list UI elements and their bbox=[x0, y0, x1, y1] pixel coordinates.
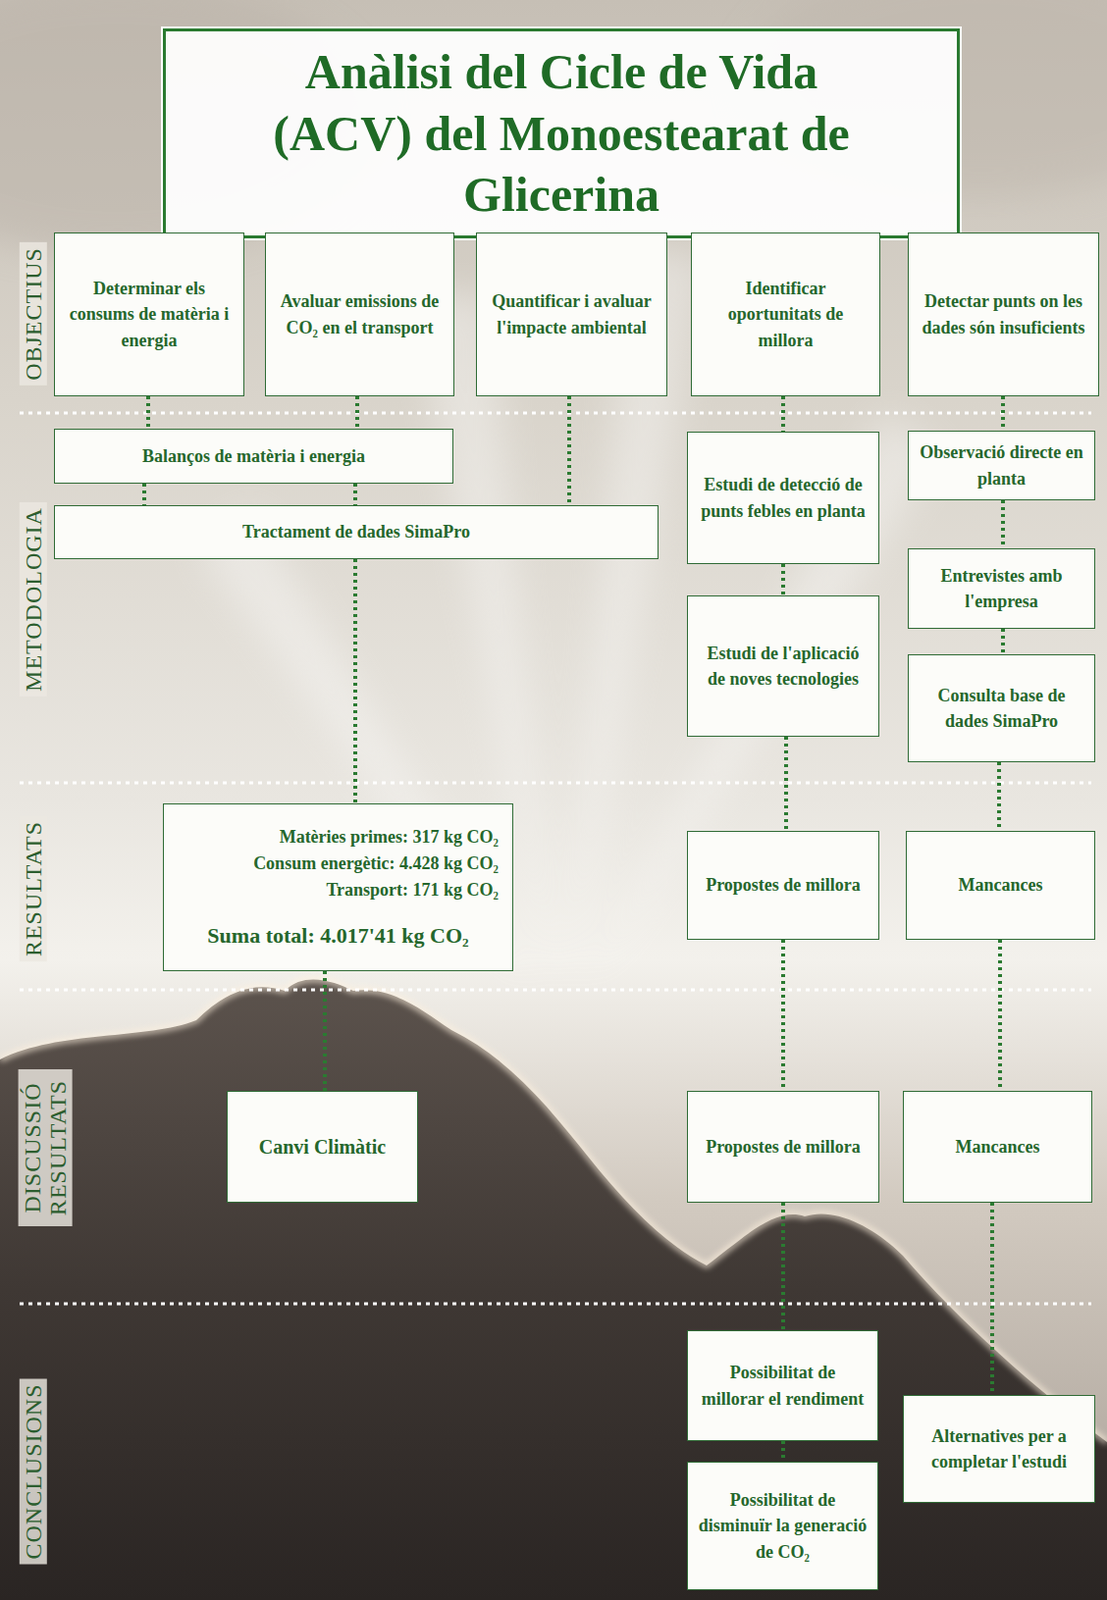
box-text: Consulta base de dades SimaPro bbox=[918, 683, 1085, 735]
box-text: Estudi de l'aplicació de noves tecnologi… bbox=[697, 640, 869, 692]
box-text: Canvi Climàtic bbox=[259, 1133, 386, 1162]
box-text: Tractament de dades SimaPro bbox=[242, 519, 471, 545]
process-box: Detectar punts on les dades són insufici… bbox=[907, 232, 1100, 397]
cloud-rim bbox=[0, 979, 1107, 1443]
dotted-connector bbox=[781, 564, 786, 596]
process-box: Quantificar i avaluar l'impacte ambienta… bbox=[475, 232, 668, 397]
dotted-connector bbox=[567, 396, 572, 506]
box-text: Estudi de detecció de punts febles en pl… bbox=[697, 472, 869, 524]
dotted-connector bbox=[998, 940, 1002, 1092]
dotted-connector bbox=[146, 396, 151, 429]
process-box: Consulta base de dades SimaPro bbox=[907, 654, 1096, 763]
row-label: RESULTATS bbox=[19, 816, 48, 962]
box-text: Suma total: 4.017'41 kg CO₂ bbox=[177, 919, 499, 952]
dotted-connector bbox=[1001, 500, 1005, 549]
process-box: Estudi de detecció de punts febles en pl… bbox=[686, 431, 880, 565]
process-box: Observació directe en planta bbox=[907, 430, 1096, 501]
row-label: OBJECTIUS bbox=[19, 242, 48, 386]
dotted-connector bbox=[781, 396, 786, 432]
box-text: Matèries primes: 317 kg CO₂ bbox=[177, 824, 499, 851]
process-box: Canvi Climàtic bbox=[226, 1091, 419, 1204]
box-text: Avaluar emissions de CO₂ en el transport bbox=[275, 288, 444, 340]
title-box: Anàlisi del Cicle de Vida (ACV) del Mono… bbox=[162, 28, 960, 239]
process-box: Mancances bbox=[902, 1091, 1093, 1204]
dotted-connector bbox=[1001, 629, 1005, 655]
process-box: Propostes de millora bbox=[686, 831, 880, 941]
process-box: Entrevistes amb l'empresa bbox=[907, 548, 1096, 630]
row-label: DISCUSSIÓ RESULTATS bbox=[18, 1069, 73, 1227]
box-text: Entrevistes amb l'empresa bbox=[918, 563, 1085, 615]
process-box: Matèries primes: 317 kg CO₂Consum energè… bbox=[162, 803, 514, 972]
box-text: Consum energètic: 4.428 kg CO₂ bbox=[177, 850, 499, 878]
row-label: METODOLOGIA bbox=[19, 502, 48, 697]
process-box: Possibilitat de disminuïr la generació d… bbox=[686, 1462, 879, 1591]
box-text: Quantificar i avaluar l'impacte ambienta… bbox=[486, 288, 657, 340]
box-text: Observació directe en planta bbox=[918, 439, 1085, 491]
box-text: Alternatives per a completar l'estudi bbox=[913, 1423, 1085, 1476]
box-text: Possibilitat de millorar el rendiment bbox=[697, 1360, 868, 1412]
dotted-connector bbox=[990, 1203, 995, 1396]
process-box: Propostes de millora bbox=[686, 1091, 880, 1204]
dotted-connector bbox=[142, 483, 147, 506]
dotted-connector bbox=[781, 940, 786, 1092]
process-box: Estudi de l'aplicació de noves tecnologi… bbox=[686, 595, 880, 738]
process-box: Balanços de matèria i energia bbox=[53, 428, 454, 484]
dotted-connector bbox=[353, 559, 358, 804]
title: Anàlisi del Cicle de Vida (ACV) del Mono… bbox=[235, 41, 889, 226]
dark-cloud bbox=[0, 979, 1107, 1600]
process-box: Tractament de dades SimaPro bbox=[53, 505, 659, 560]
dotted-connector bbox=[355, 396, 360, 429]
dotted-connector bbox=[784, 737, 789, 832]
box-text: Mancances bbox=[955, 1134, 1041, 1160]
box-text: Identificar oportunitats de millora bbox=[701, 275, 870, 353]
dotted-connector bbox=[997, 762, 1002, 832]
box-text: Transport: 171 kg CO₂ bbox=[177, 877, 499, 904]
process-box: Possibilitat de millorar el rendiment bbox=[686, 1330, 879, 1442]
dotted-connector bbox=[322, 971, 327, 1092]
box-text: Propostes de millora bbox=[705, 1134, 861, 1160]
process-box: Identificar oportunitats de millora bbox=[690, 232, 881, 397]
dotted-connector bbox=[353, 483, 358, 506]
box-text: Possibilitat de disminuïr la generació d… bbox=[697, 1487, 868, 1565]
dotted-connector bbox=[781, 1203, 786, 1331]
box-text: Determinar els consums de matèria i ener… bbox=[64, 275, 234, 353]
dotted-connector bbox=[1001, 396, 1005, 431]
box-text: Propostes de millora bbox=[705, 872, 861, 898]
process-box: Determinar els consums de matèria i ener… bbox=[53, 232, 245, 397]
dotted-connector bbox=[781, 1441, 786, 1463]
box-text: Mancances bbox=[958, 872, 1044, 898]
process-box: Alternatives per a completar l'estudi bbox=[902, 1395, 1096, 1504]
row-label: CONCLUSIONS bbox=[19, 1378, 48, 1565]
process-box: Mancances bbox=[905, 831, 1096, 941]
process-box: Avaluar emissions de CO₂ en el transport bbox=[264, 232, 455, 397]
box-text: Balanços de matèria i energia bbox=[142, 443, 366, 470]
box-text: Detectar punts on les dades són insufici… bbox=[918, 288, 1089, 340]
